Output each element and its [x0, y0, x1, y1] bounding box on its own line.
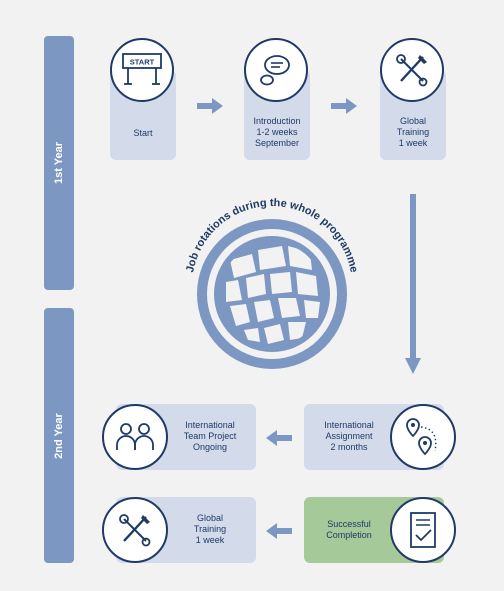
- start-sign-icon: START: [122, 53, 162, 85]
- start-sign-text: START: [130, 58, 155, 67]
- arrow-left-1: [266, 430, 292, 446]
- step-circle-team: [102, 404, 168, 470]
- step-label-intro: Introduction 1-2 weeks September: [253, 116, 301, 148]
- step-circle-start: START: [110, 38, 174, 102]
- arrow-right-2: [331, 98, 357, 114]
- step-label-training-1: Global Training 1 week: [396, 116, 430, 148]
- people-icon: [116, 423, 154, 450]
- step-circle-completion: [390, 497, 456, 563]
- step-label-team: International Team Project Ongoing: [183, 420, 237, 452]
- step-label-training-2: Global Training 1 week: [193, 513, 227, 545]
- step-label-assignment: International Assignment 2 months: [324, 420, 374, 452]
- arrow-left-2: [266, 523, 292, 539]
- tools-icon: [396, 54, 428, 87]
- year-label-2: 2nd Year: [53, 412, 65, 459]
- globe-icon: [214, 236, 330, 352]
- step-label-start: Start: [133, 128, 153, 138]
- year-bar-1: 1st Year: [44, 36, 74, 290]
- arrow-down: [405, 194, 421, 374]
- step-circle-training-1: [380, 38, 444, 102]
- center-globe-graphic: Job rotations during the whole programme: [184, 197, 360, 369]
- step-circle-intro: [244, 38, 308, 102]
- step-circle-training-2: [102, 497, 168, 563]
- arrow-right-1: [197, 98, 223, 114]
- step-circle-assignment: [390, 404, 456, 470]
- year-label-1: 1st Year: [53, 141, 65, 185]
- location-pins-icon: [406, 418, 437, 456]
- step-label-completion: Successful Completion: [326, 519, 372, 540]
- year-bar-2: 2nd Year: [44, 308, 74, 563]
- tools-icon: [119, 514, 151, 547]
- checklist-icon: [410, 512, 436, 548]
- speech-bubble-icon: [260, 55, 290, 86]
